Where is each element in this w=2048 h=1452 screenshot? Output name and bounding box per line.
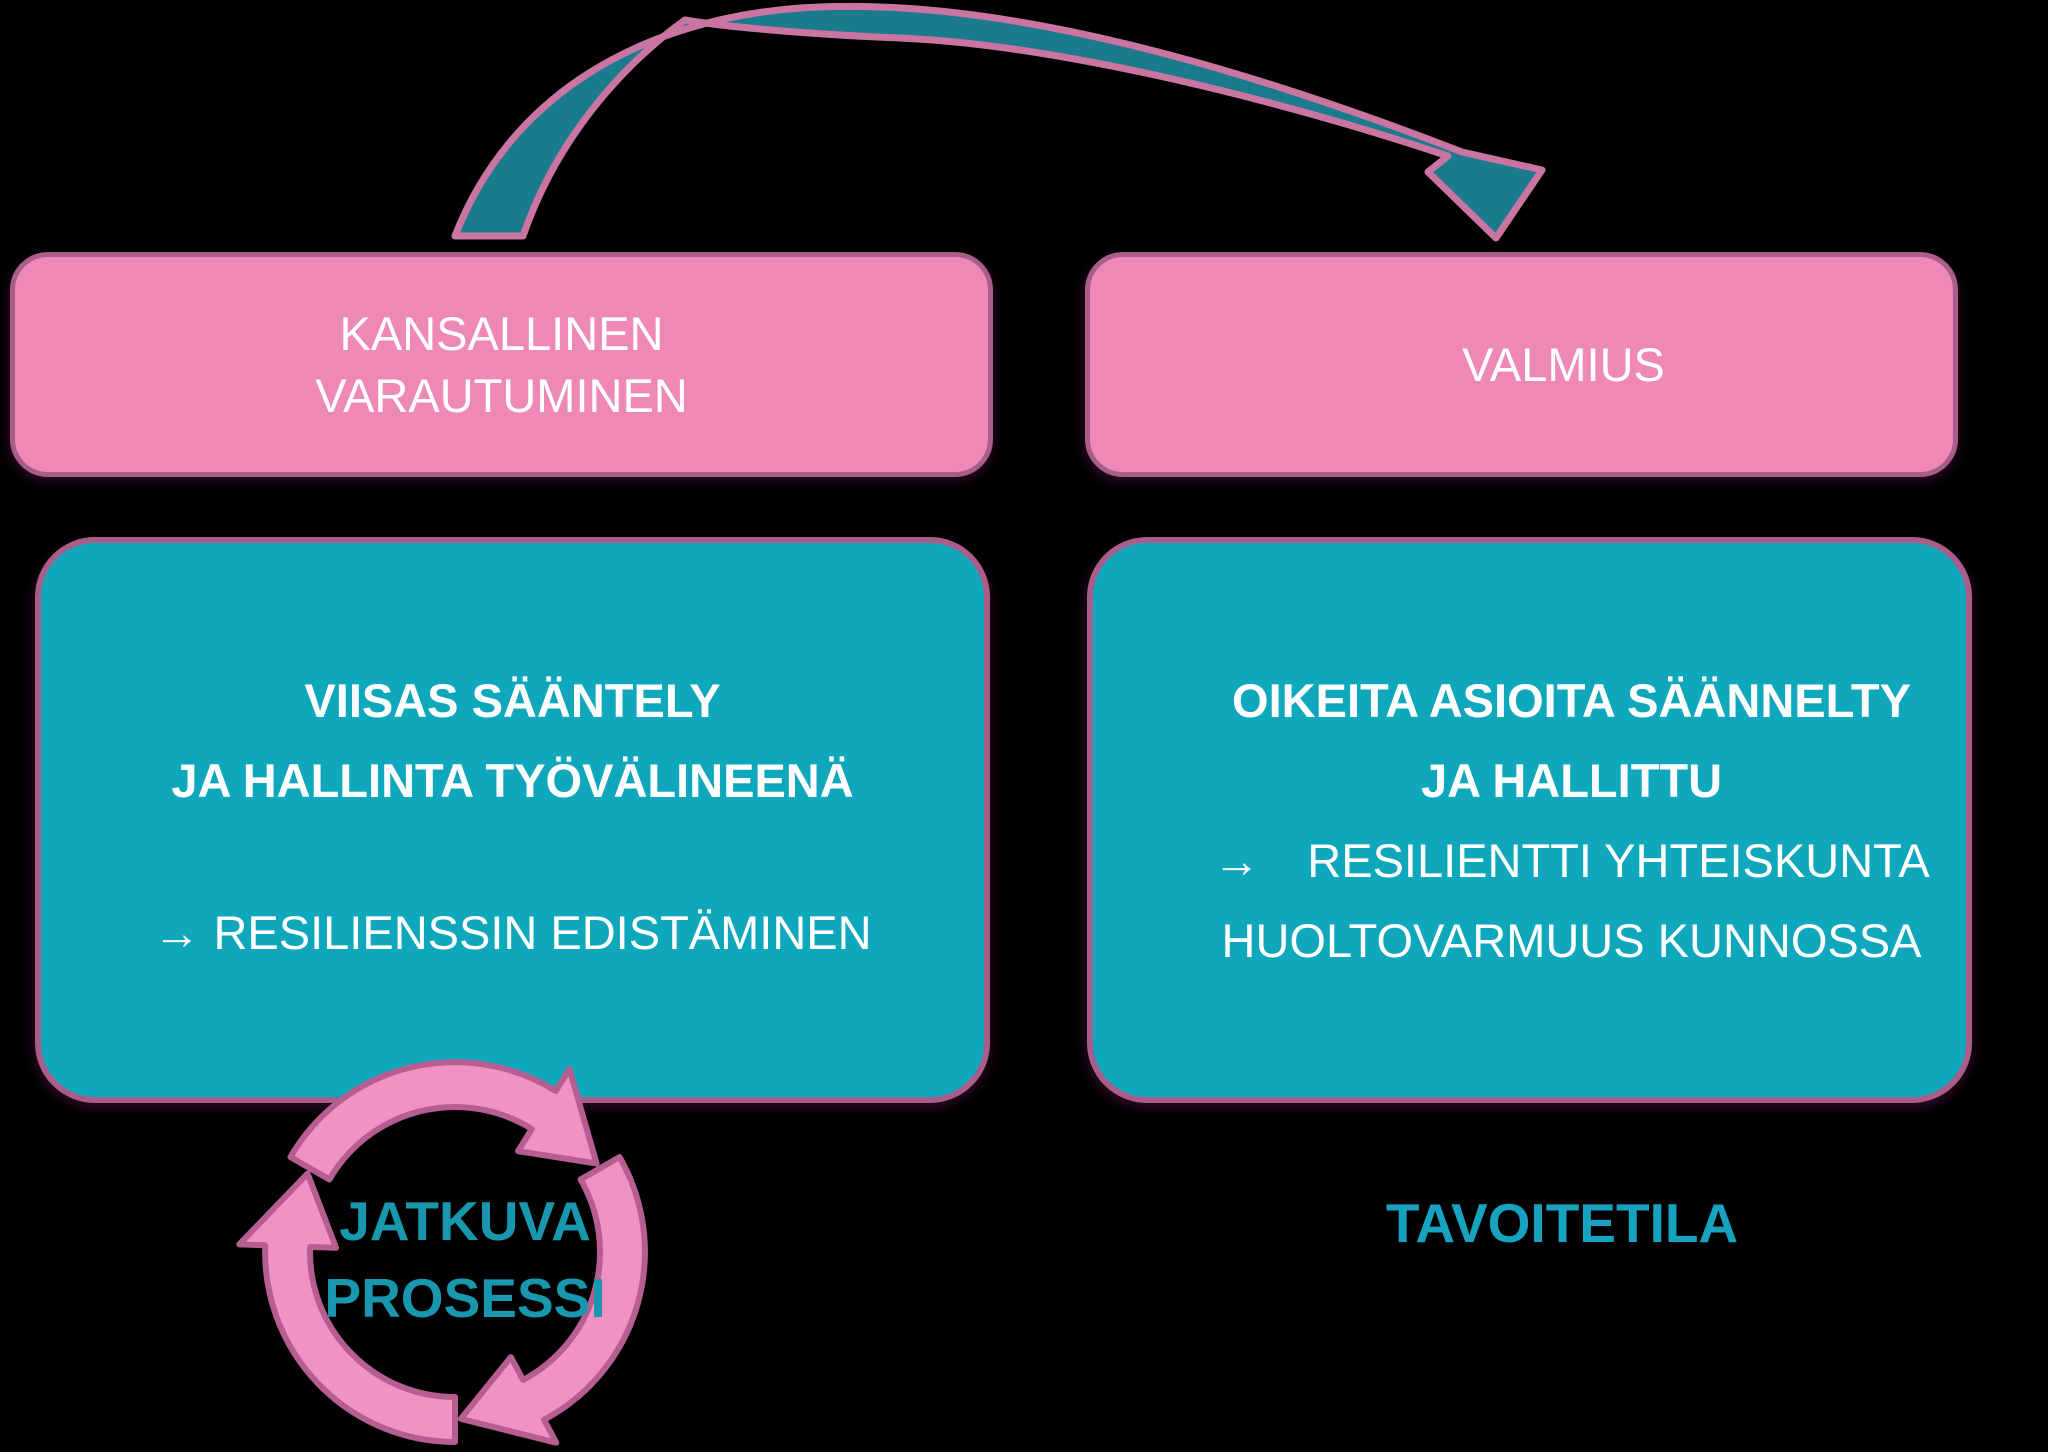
resilience-arrow-line: → RESILIENSSIN EDISTÄMINEN bbox=[153, 906, 872, 959]
readiness-line1: VALMIUS bbox=[1462, 337, 1665, 391]
smart-regulation-heading-line1: VIISAS SÄÄNTELY bbox=[304, 674, 721, 727]
cycle-label-line1: JATKUVA bbox=[339, 1190, 591, 1252]
goal-label: TAVOITETILA bbox=[1385, 1192, 1739, 1254]
target-state-heading-line1: OIKEITA ASIOITA SÄÄNNELTY bbox=[1232, 674, 1911, 727]
target-state-arrow-line1: → RESILIENTTI YHTEISKUNTA bbox=[1213, 834, 1930, 887]
cycle-label: JATKUVA PROSESSI bbox=[324, 1183, 605, 1337]
readiness-box: VALMIUS bbox=[1085, 252, 1958, 477]
smart-regulation-box: VIISAS SÄÄNTELY JA HALLINTA TYÖVÄLINEENÄ… bbox=[35, 537, 990, 1103]
national-preparedness-box: KANSALLINEN VARAUTUMINEN bbox=[10, 252, 993, 477]
national-preparedness-line1: KANSALLINEN bbox=[339, 306, 664, 360]
target-state-arrow-line2: HUOLTOVARMUUS KUNNOSSA bbox=[1221, 914, 1922, 967]
target-state-box: OIKEITA ASIOITA SÄÄNNELTY JA HALLITTU → … bbox=[1087, 537, 1972, 1103]
target-state-heading-line2: JA HALLITTU bbox=[1420, 754, 1723, 807]
smart-regulation-heading-line2: JA HALLINTA TYÖVÄLINEENÄ bbox=[171, 754, 854, 807]
national-preparedness-line2: VARAUTUMINEN bbox=[315, 368, 688, 422]
cycle-label-line2: PROSESSI bbox=[324, 1267, 606, 1329]
